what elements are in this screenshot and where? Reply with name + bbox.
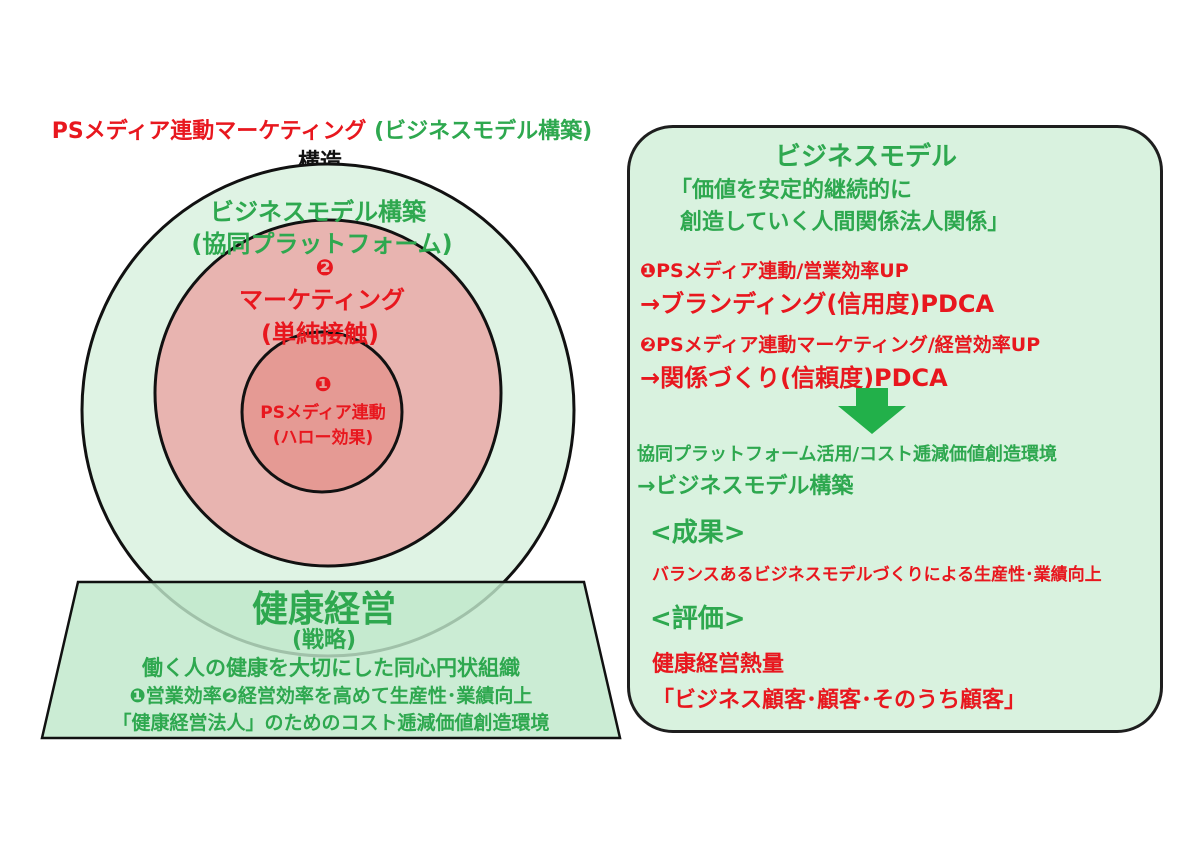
outer-circle-line2: (協同プラットフォーム) bbox=[191, 230, 453, 258]
panel-definition-line1: 「価値を安定的継続的に bbox=[670, 178, 913, 203]
inner-circle bbox=[240, 330, 404, 494]
item1-line2: →ブランディング(信用度)PDCA bbox=[640, 290, 995, 318]
outer-circle-line1: ビジネスモデル構築 bbox=[210, 198, 426, 226]
base-line1: 働く人の健康を大切にした同心円状組織 bbox=[142, 656, 520, 680]
base-trapezoid bbox=[40, 580, 622, 740]
middle-circle-line1: マーケティング bbox=[238, 286, 406, 314]
item2-line2: →関係づくり(信頼度)PDCA bbox=[640, 364, 948, 392]
evaluation-heading: <評価> bbox=[650, 604, 746, 634]
business-model-panel bbox=[627, 125, 1163, 733]
evaluation-line1: 健康経営熱量 bbox=[652, 652, 785, 677]
base-subtitle: (戦略) bbox=[291, 628, 357, 653]
title-red: PSメディア連動マーケティング bbox=[51, 119, 367, 144]
result-line1: 協同プラットフォーム活用/コスト逓減価値創造環境 bbox=[637, 444, 1058, 465]
inner-circle-number: ❶ bbox=[314, 372, 332, 396]
evaluation-line2: 「ビジネス顧客･顧客･そのうち顧客」 bbox=[652, 688, 1027, 713]
item1-line1: ❶PSメディア連動/営業効率UP bbox=[640, 260, 909, 282]
panel-heading: ビジネスモデル bbox=[774, 142, 958, 172]
item2-line1: ❷PSメディア連動マーケティング/経営効率UP bbox=[640, 334, 1041, 356]
outcome-text: バランスあるビジネスモデルづくりによる生産性･業績向上 bbox=[652, 565, 1102, 585]
result-line2: →ビジネスモデル構築 bbox=[637, 474, 854, 499]
inner-circle-line2: (ハロー効果) bbox=[272, 428, 374, 448]
down-arrow-icon bbox=[838, 388, 906, 434]
diagram-title: PSメディア連動マーケティング (ビジネスモデル構築) bbox=[52, 113, 592, 145]
outcome-heading: <成果> bbox=[650, 518, 746, 548]
inner-circle-line1: PSメディア連動 bbox=[260, 403, 386, 423]
middle-circle-number: ❷ bbox=[315, 256, 335, 281]
panel-definition-line2: 創造していく人間関係法人関係」 bbox=[680, 210, 1010, 235]
base-line2: ❶営業効率❷経営効率を高めて生産性･業績向上 bbox=[129, 685, 533, 707]
base-title: 健康経営 bbox=[251, 589, 397, 630]
middle-circle-line2: (単純接触) bbox=[261, 320, 379, 348]
base-line3: 「健康経営法人」のためのコスト逓減価値創造環境 bbox=[112, 712, 550, 734]
title-green: (ビジネスモデル構築) bbox=[374, 119, 593, 144]
